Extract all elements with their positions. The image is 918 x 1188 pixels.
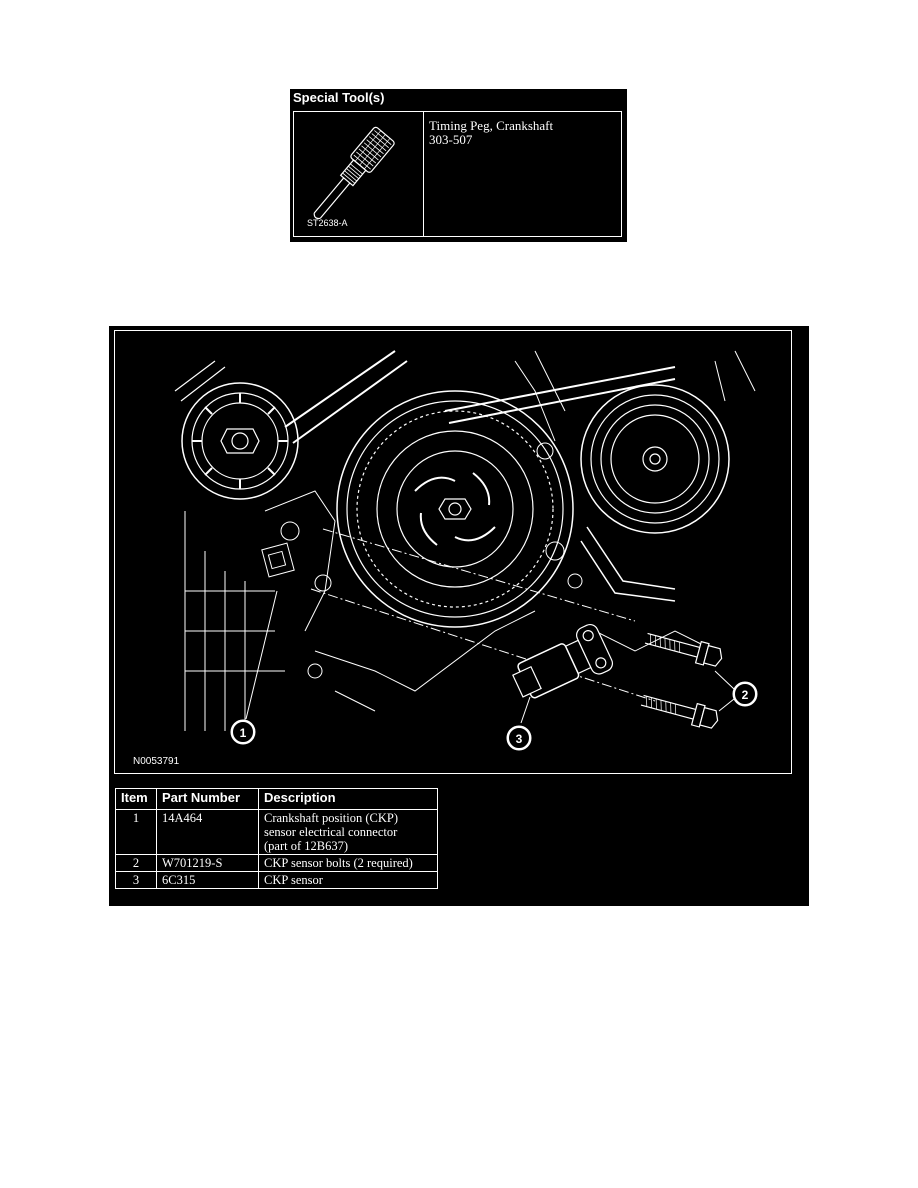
callout-2: 2	[732, 681, 758, 707]
special-tools-header: Special Tool(s)	[293, 90, 385, 105]
tool-number: 303-507	[429, 132, 473, 147]
callout-3: 3	[506, 725, 532, 751]
parts-table-header-row: Item Part Number Description	[115, 788, 438, 810]
part-number-cell: 6C315	[156, 871, 259, 889]
item-cell: 2	[115, 854, 157, 872]
part-number-cell: W701219-S	[156, 854, 259, 872]
ckp-sensor-bolts	[640, 632, 723, 729]
alignment-lines	[310, 528, 656, 702]
header-part-number: Part Number	[156, 788, 259, 810]
tool-image-cell: ST2638-A	[293, 111, 424, 237]
callout-3-label: 3	[516, 732, 523, 746]
callout-1-label: 1	[240, 726, 247, 740]
special-tools-box: Special Tool(s) ST2638-A Timing P	[290, 89, 627, 242]
item-cell: 3	[115, 871, 157, 889]
description-line: sensor electrical connector	[264, 825, 398, 839]
callout-1: 1	[230, 719, 256, 745]
ckp-sensor	[512, 623, 614, 699]
header-description: Description	[258, 788, 438, 810]
idler-pulley	[181, 382, 299, 500]
ckp-sensor-figure: 1 2 3 N0053791 Item Part Number Descript…	[109, 326, 809, 906]
table-row: 3 6C315 CKP sensor	[115, 871, 438, 889]
part-number-cell: 14A464	[156, 809, 259, 855]
callout-2-label: 2	[742, 688, 749, 702]
drive-belt	[174, 350, 676, 602]
engine-block	[184, 350, 756, 731]
header-item: Item	[115, 788, 157, 810]
item-cell: 1	[115, 809, 157, 855]
description-cell: CKP sensor	[258, 871, 438, 889]
description-line: CKP sensor bolts (2 required)	[264, 856, 413, 870]
table-row: 2 W701219-S CKP sensor bolts (2 required…	[115, 854, 438, 872]
tool-name: Timing Peg, Crankshaft	[429, 118, 554, 133]
engine-front-illustration: 1 2 3	[174, 350, 758, 751]
description-line: Crankshaft position (CKP)	[264, 811, 399, 825]
timing-peg-illustration	[313, 126, 395, 220]
description-line: CKP sensor	[264, 873, 323, 887]
crankshaft-pulley	[336, 390, 574, 628]
parts-table: Item Part Number Description 1 14A464 Cr…	[115, 788, 438, 889]
callout-leaders	[245, 590, 735, 724]
table-row: 1 14A464 Crankshaft position (CKP) senso…	[115, 809, 438, 855]
engine-illustration-frame: 1 2 3 N0053791	[114, 330, 792, 774]
description-cell: CKP sensor bolts (2 required)	[258, 854, 438, 872]
description-line: (part of 12B637)	[264, 839, 349, 853]
compressor-pulley	[580, 384, 730, 534]
tool-description-cell: Timing Peg, Crankshaft 303-507	[424, 111, 622, 237]
figure-id: N0053791	[133, 756, 180, 767]
description-cell: Crankshaft position (CKP) sensor electri…	[258, 809, 438, 855]
tool-image-code: ST2638-A	[307, 218, 348, 228]
